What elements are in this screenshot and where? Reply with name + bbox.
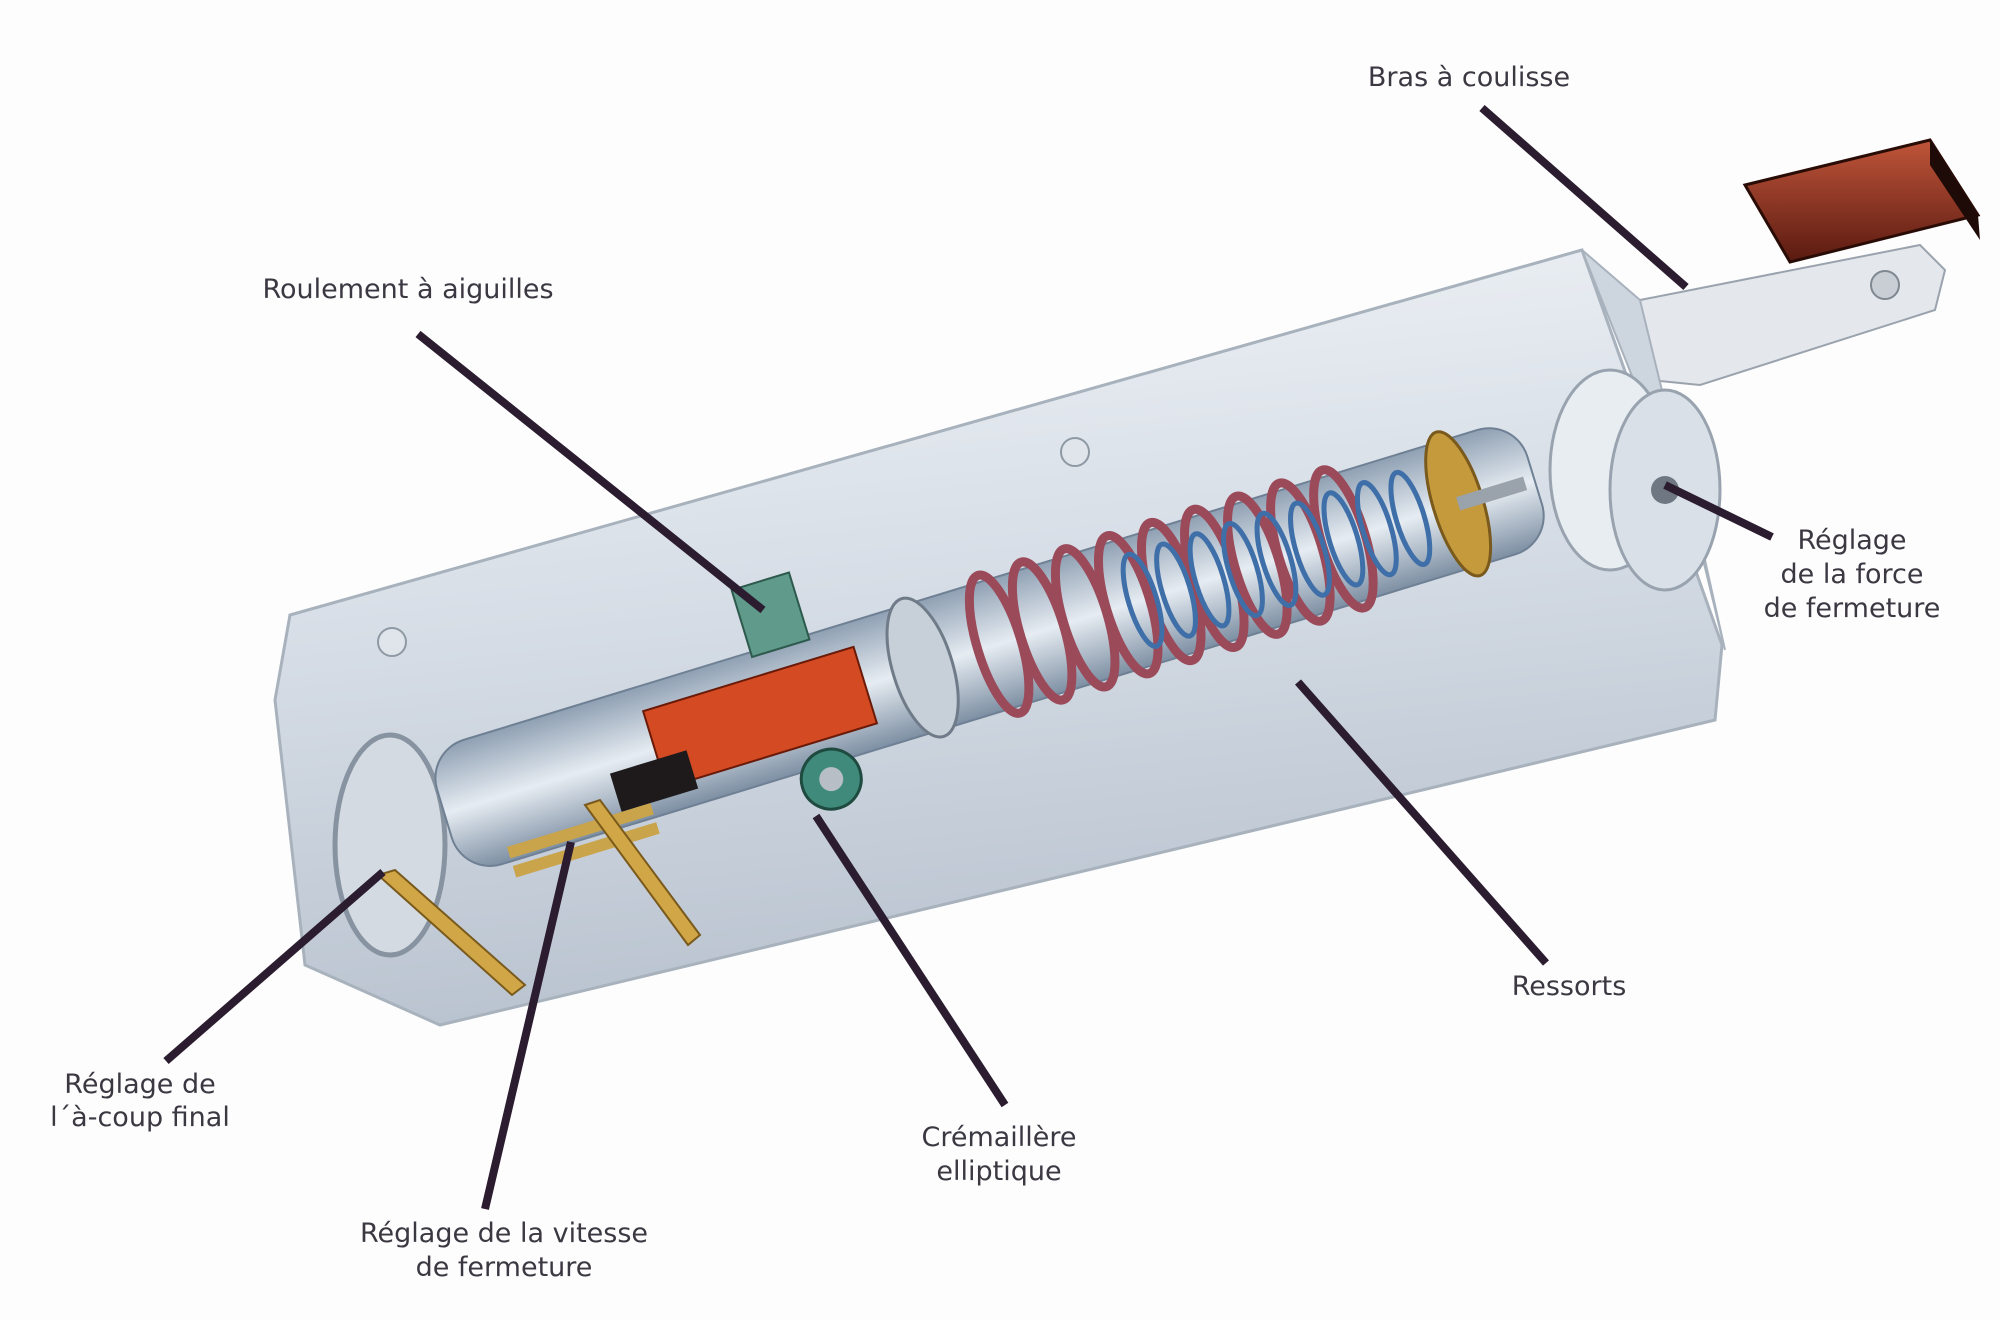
leader-force [1663,481,1774,541]
sliding-arm [1638,138,1981,387]
label-roulement-a-aiguilles: Roulement à aiguilles [262,274,553,305]
leader-lines [163,104,1774,1210]
springs [964,465,1433,718]
leader-ressorts [1295,679,1549,966]
leader-cremaillere [812,813,1009,1108]
leader-vitesse [481,841,575,1210]
leader-bras [1479,104,1689,291]
label-force-line3: de fermeture [1764,593,1941,624]
label-cremaillere-line1: Crémaillère [921,1122,1076,1153]
label-cremaillere-line2: elliptique [936,1156,1061,1187]
label-ressorts: Ressorts [1512,971,1627,1002]
label-vitesse-line1: Réglage de la vitesse [360,1218,648,1249]
adjusting-valves [375,798,702,997]
label-acoup-line2: l´à-coup final [50,1102,230,1133]
leader-roulement [415,330,766,614]
rack [641,645,879,789]
label-vitesse-line2: de fermeture [416,1252,593,1283]
label-force-line2: de la force [1781,559,1924,590]
label-force-line1: Réglage [1797,525,1906,556]
spring-assembly [434,427,1545,878]
label-acoup-line1: Réglage de [64,1069,215,1100]
leader-acoup [163,868,386,1065]
needle-bearing [730,571,811,659]
label-bras-a-coulisse: Bras à coulisse [1368,62,1570,93]
